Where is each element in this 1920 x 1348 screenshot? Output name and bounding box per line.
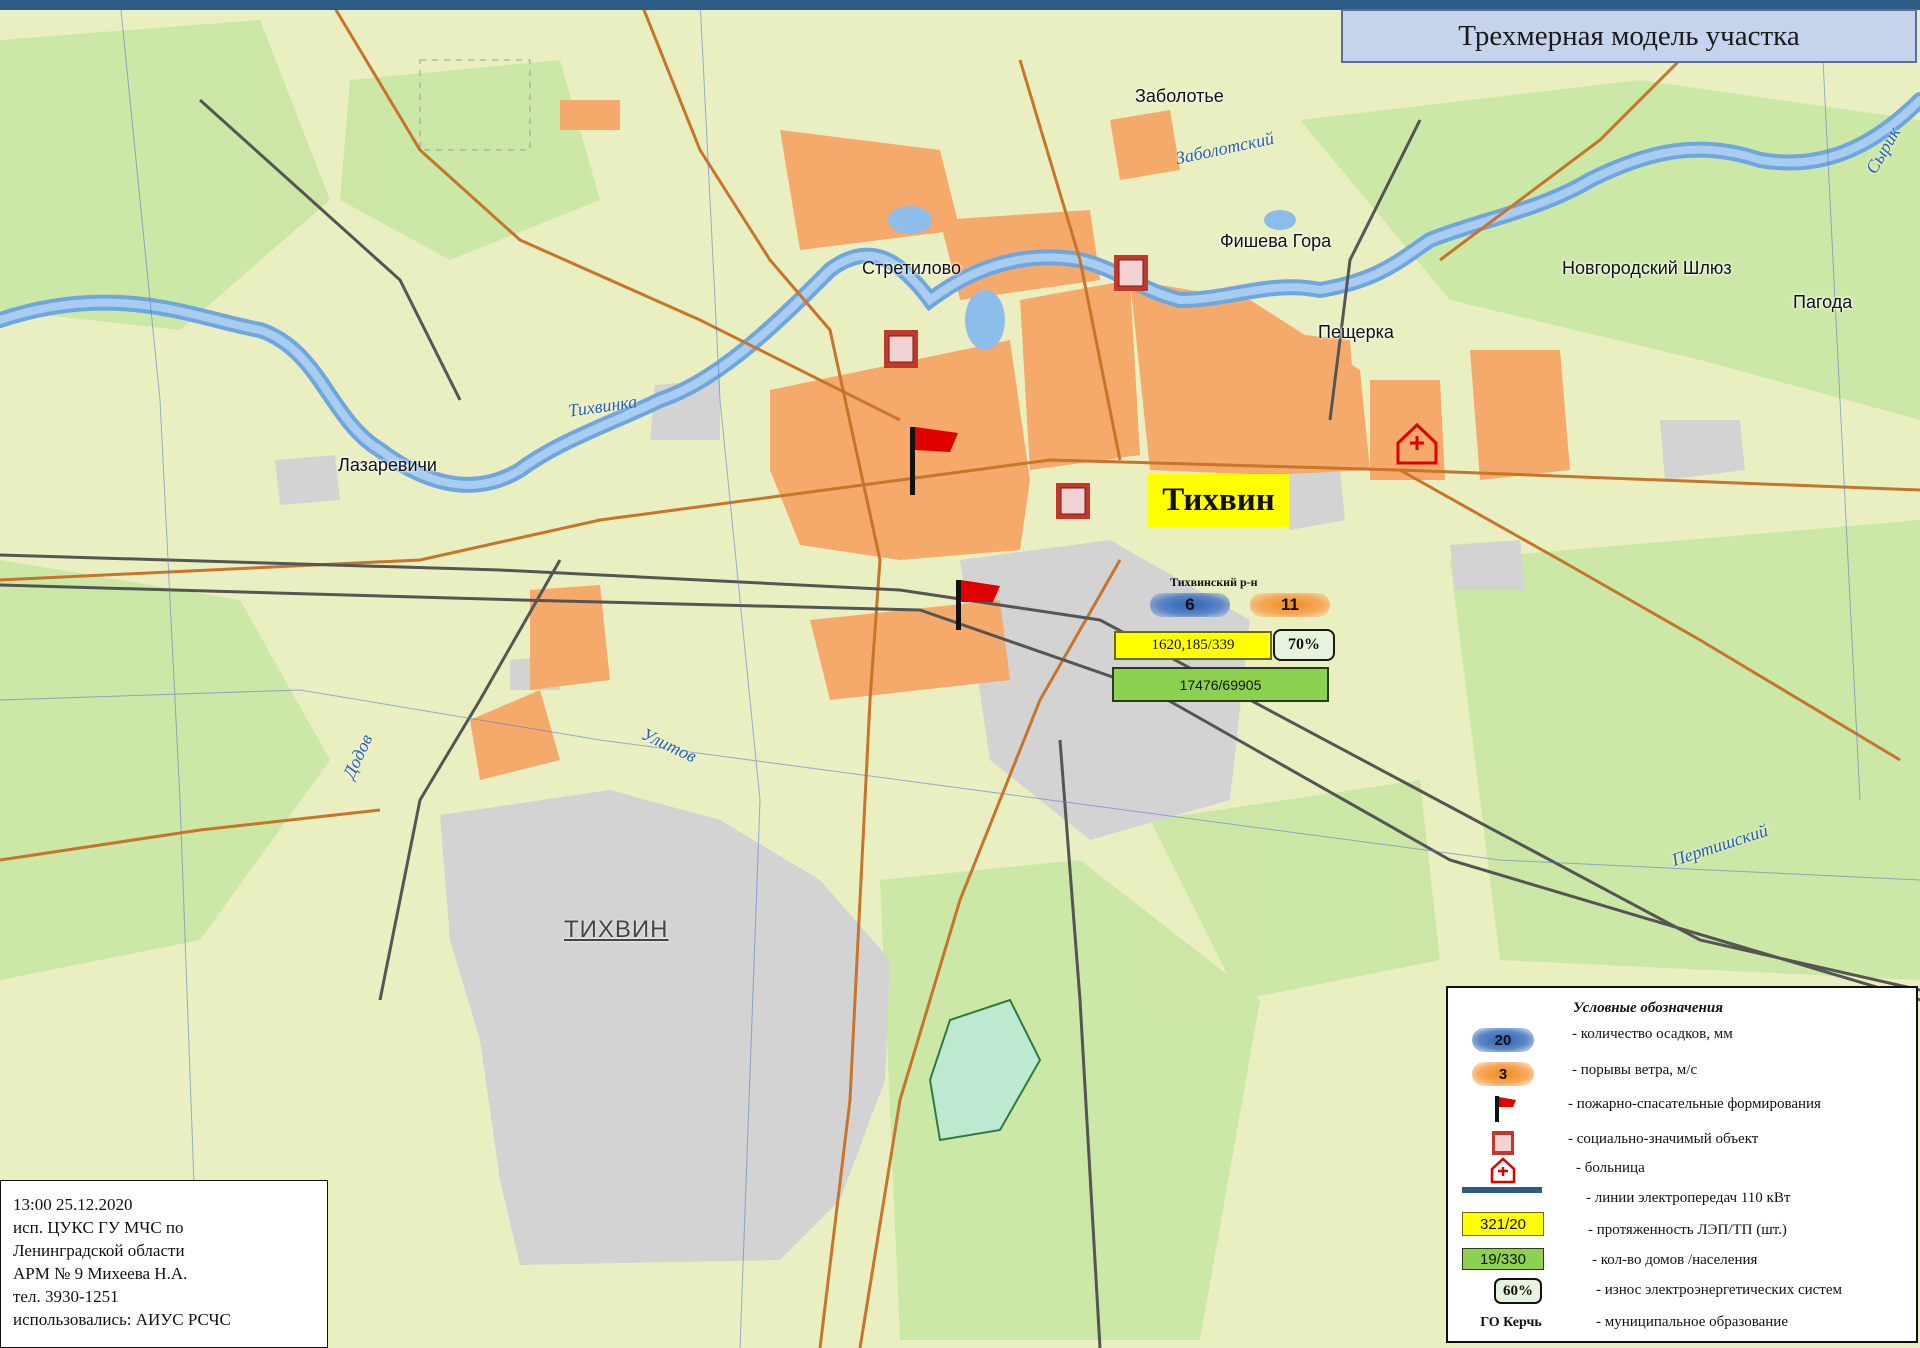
forest-areas	[0, 20, 1920, 1340]
wind-badge: 11	[1250, 593, 1330, 617]
info-arm: АРМ № 9 Михеева Н.А.	[13, 1264, 188, 1283]
legend-label-hospital: - больница	[1576, 1160, 1645, 1176]
page-title: Трехмерная модель участка	[1341, 9, 1917, 63]
social-object-icon	[884, 330, 918, 368]
hospital-icon	[1396, 422, 1438, 465]
hospital-legend-icon	[1488, 1156, 1518, 1186]
legend-sample-lep: 321/20	[1462, 1212, 1544, 1236]
power-lines-box: 1620,185/339	[1114, 631, 1272, 660]
place-stretilovo: Стретилово	[862, 258, 962, 278]
social-object-icon	[1056, 483, 1090, 519]
legend-label-precipitation: - количество осадков, мм	[1572, 1026, 1733, 1042]
info-sources: использовались: АИУС РСЧС	[13, 1310, 231, 1329]
railways	[0, 98, 1920, 1348]
legend-sample-houses: 19/330	[1462, 1248, 1544, 1270]
fire-flag-icon	[1488, 1094, 1518, 1124]
district-name: Тихвинский р-н	[1170, 575, 1258, 589]
fire-unit-flag-2	[956, 580, 1000, 630]
legend-panel: Условные обозначения 20 - количество оса…	[1446, 986, 1918, 1343]
hatched-area	[419, 59, 531, 151]
social-object-legend-icon	[1490, 1130, 1516, 1156]
place-zabolotye: Заболотье	[1135, 86, 1224, 106]
legend-label-lep: - протяженность ЛЭП/ТП (шт.)	[1588, 1222, 1787, 1238]
legend-label-houses: - кол-во домов /населения	[1592, 1252, 1758, 1268]
legend-title: Условные обозначения	[1573, 1000, 1723, 1016]
lakes	[888, 206, 1296, 350]
legend-sample-municipality: ГО Керчь	[1480, 1315, 1542, 1330]
houses-population-box: 17476/69905	[1112, 667, 1329, 702]
info-phone: тел. 3930-1251	[13, 1287, 119, 1306]
info-box: 13:00 25.12.2020 исп. ЦУКС ГУ МЧС по Лен…	[0, 1180, 328, 1348]
legend-sample-wear: 60%	[1494, 1278, 1542, 1304]
legend-label-power-lines: - линии электропередач 110 кВт	[1586, 1190, 1791, 1206]
place-pagoda: Пагода	[1793, 292, 1853, 312]
legend-label-social: - социально-значимый объект	[1568, 1131, 1759, 1147]
legend-label-municipality: - муниципальное образование	[1596, 1314, 1788, 1330]
power-line-legend-swatch	[1462, 1187, 1542, 1193]
place-lazarevichi: Лазаревичи	[338, 455, 437, 475]
legend-sample-precipitation: 20	[1472, 1028, 1534, 1052]
info-executor: исп. ЦУКС ГУ МЧС по	[13, 1218, 184, 1237]
place-novgorodsky-shlyuz: Новгородский Шлюз	[1562, 258, 1732, 278]
park-area	[928, 998, 1042, 1142]
place-fisheva-gora: Фишева Гора	[1220, 231, 1332, 251]
fire-unit-flag-1	[910, 427, 958, 495]
legend-label-wear: - износ электроэнергетических систем	[1596, 1282, 1842, 1298]
legend-label-wind: - порывы ветра, м/с	[1572, 1062, 1698, 1078]
wear-badge: 70%	[1273, 629, 1335, 661]
place-pescherka: Пещерка	[1318, 322, 1394, 342]
social-object-icon	[1114, 255, 1148, 291]
legend-label-fire: - пожарно-спасательные формирования	[1568, 1096, 1821, 1112]
top-bar	[0, 0, 1920, 10]
map-label-tikhvin: ТИХВИН	[564, 916, 669, 943]
city-label-tikhvin[interactable]: Тихвин	[1148, 474, 1289, 527]
info-timestamp: 13:00 25.12.2020	[13, 1195, 133, 1214]
legend-sample-wind: 3	[1472, 1062, 1534, 1086]
tikhvinka-river-inner	[0, 96, 1920, 489]
info-region: Ленинградской области	[13, 1241, 185, 1260]
precipitation-badge: 6	[1150, 593, 1230, 617]
